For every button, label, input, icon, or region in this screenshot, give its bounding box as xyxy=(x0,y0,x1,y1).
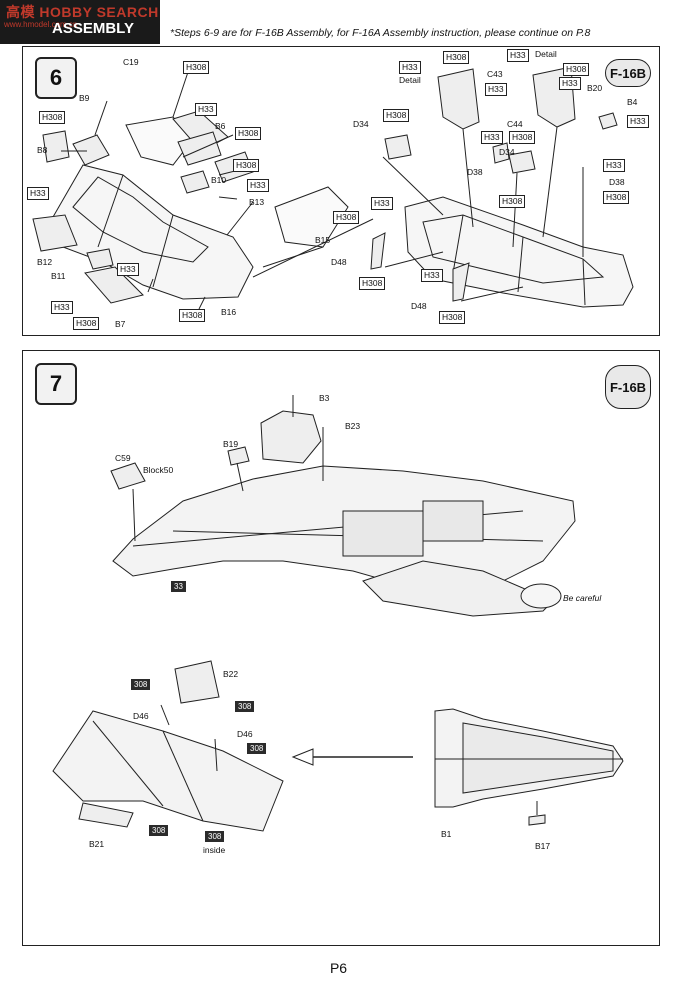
step6-model-badge: F-16B xyxy=(605,59,651,87)
watermark-url: www.hmodel.com.cn xyxy=(4,20,78,29)
step7-drawing xyxy=(52,395,624,832)
label-d46: D46 xyxy=(133,711,149,721)
label-d34: D34 xyxy=(499,147,515,157)
label-detail: Detail xyxy=(535,49,557,59)
paint-h308: H308 xyxy=(233,159,260,172)
paint-h308: H308 xyxy=(499,195,526,208)
step7-number: 7 xyxy=(35,363,77,405)
label-b9: B9 xyxy=(79,93,90,103)
paint-h33: H33 xyxy=(507,49,529,62)
label-b19: B19 xyxy=(223,439,239,449)
label-be-careful: Be careful xyxy=(563,593,602,603)
paint-h33: H33 xyxy=(603,159,625,172)
label-b22: B22 xyxy=(223,669,239,679)
label-b8: B8 xyxy=(37,145,48,155)
paint-h308: H308 xyxy=(509,131,536,144)
paint-h308: H308 xyxy=(235,127,262,140)
paint-h308: H308 xyxy=(73,317,100,330)
assembly-note: *Steps 6-9 are for F-16B Assembly, for F… xyxy=(170,27,591,39)
paint-h33: H33 xyxy=(195,103,217,116)
label-b11: B11 xyxy=(51,271,66,281)
page-number: P6 xyxy=(329,960,348,976)
label-c44: C44 xyxy=(507,119,523,129)
paint-h33: H33 xyxy=(485,83,507,96)
watermark: 高模 HOBBY SEARCH xyxy=(6,4,159,20)
paint-h308: H308 xyxy=(439,311,466,324)
paint-h33: H33 xyxy=(421,269,443,282)
label-d46: D46 xyxy=(237,729,253,739)
paint-308: 308 xyxy=(131,679,151,690)
paint-h308: H308 xyxy=(359,277,386,290)
paint-h33: H33 xyxy=(117,263,139,276)
header-band xyxy=(0,0,160,44)
paint-h308: H308 xyxy=(333,211,360,224)
assembly-title: ASSEMBLY xyxy=(52,20,134,37)
paint-h308: H308 xyxy=(179,309,206,322)
paint-h308: H308 xyxy=(383,109,410,122)
label-detail: Detail xyxy=(399,75,421,85)
label-b6: B6 xyxy=(215,121,226,131)
label-block50: Block50 xyxy=(143,465,174,475)
label-b4: B4 xyxy=(627,97,638,107)
paint-h33: H33 xyxy=(481,131,503,144)
paint-h308: H308 xyxy=(563,63,590,76)
label-b17: B17 xyxy=(535,841,551,851)
label-d48: D48 xyxy=(331,257,347,267)
paint-h33: H33 xyxy=(559,77,581,90)
label-c43: C43 xyxy=(487,69,503,79)
label-b1: B1 xyxy=(441,829,452,839)
label-b20: B20 xyxy=(587,83,603,93)
label-b13: B13 xyxy=(249,197,265,207)
label-c59: C59 xyxy=(115,453,131,463)
label-inside: inside xyxy=(203,845,226,855)
paint-308: 308 xyxy=(149,825,169,836)
paint-h33: H33 xyxy=(27,187,49,200)
paint-h33: H33 xyxy=(371,197,393,210)
label-d38: D38 xyxy=(609,177,625,187)
step6-drawing xyxy=(32,66,634,310)
paint-h33: H33 xyxy=(51,301,73,314)
label-b3: B3 xyxy=(319,393,330,403)
label-d34: D34 xyxy=(353,119,369,129)
paint-308: 308 xyxy=(235,701,255,712)
paint-33: 33 xyxy=(171,581,186,592)
step6-panel: 6 F-16B C19 H308 B9 H308 B8 H33 B6 H308 … xyxy=(22,46,660,336)
label-b7: B7 xyxy=(115,319,126,329)
label-d38: D38 xyxy=(467,167,483,177)
label-d48: D48 xyxy=(411,301,427,311)
paint-308: 308 xyxy=(247,743,267,754)
step7-model-badge: F-16B xyxy=(605,365,651,409)
label-b10: B10 xyxy=(211,175,227,185)
paint-h33: H33 xyxy=(247,179,269,192)
paint-308: 308 xyxy=(205,831,225,842)
label-c19: C19 xyxy=(123,57,139,67)
paint-h33: H33 xyxy=(399,61,421,74)
paint-h308: H308 xyxy=(183,61,210,74)
paint-h308: H308 xyxy=(39,111,66,124)
paint-h308: H308 xyxy=(603,191,630,204)
paint-h33: H33 xyxy=(627,115,649,128)
label-b21: B21 xyxy=(89,839,105,849)
label-b16: B16 xyxy=(221,307,237,317)
label-b23: B23 xyxy=(345,421,361,431)
step7-panel: 7 F-16B B3 B23 B19 C59 Block50 33 Be car… xyxy=(22,350,660,946)
label-b12: B12 xyxy=(37,257,53,267)
step6-number: 6 xyxy=(35,57,77,99)
label-b15: B15 xyxy=(315,235,331,245)
paint-h308: H308 xyxy=(443,51,470,64)
